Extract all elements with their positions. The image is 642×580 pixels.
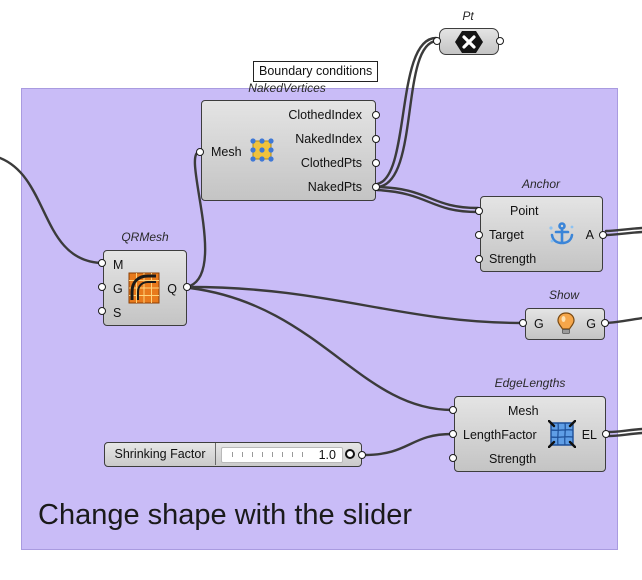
edgelengths-nickname: EdgeLengths [494,376,566,390]
qrmesh-grip-s[interactable] [98,307,106,315]
edgelengths-output-el[interactable]: EL [581,428,597,442]
qrmesh-grip-q[interactable] [183,283,191,291]
shrinking-factor-slider[interactable]: Shrinking Factor 1.0 [104,442,362,467]
nakedvertices-output-nakedpts[interactable]: NakedPts [307,180,362,194]
nakedvertices-nickname: NakedVertices [248,81,326,95]
edgelengths-grip-mesh[interactable] [449,406,457,414]
edgelengths-grip-el[interactable] [602,430,610,438]
qrmesh-grip-m[interactable] [98,259,106,267]
wire-qrmesh-q-to-show-g [188,285,525,325]
wire-external-to-qrmesh-m [0,156,103,265]
edgelengths-component[interactable]: Mesh LengthFactor Strength EL [454,396,606,472]
lightbulb-icon [557,312,575,334]
show-input-g[interactable]: G [534,317,544,331]
anchor-input-point[interactable]: Point [510,204,539,218]
wire-nakedpts-to-pt-a [375,39,438,189]
qrmesh-input-s[interactable]: S [113,306,122,320]
anchor-component[interactable]: Point Target Strength A [480,196,603,272]
slider-output-grip[interactable] [358,451,366,459]
wire-anchor-a-out-1 [604,226,642,233]
wire-qrmesh-q-to-nakedvertices-mesh [188,150,207,288]
slider-track[interactable]: 1.0 [221,447,343,463]
pt-component[interactable] [439,28,499,55]
edgelengths-input-mesh[interactable]: Mesh [508,404,539,418]
qrmesh-input-m[interactable]: M [113,258,124,272]
qrmesh-nickname: QRMesh [121,230,169,244]
slider-value: 1.0 [318,448,336,462]
nakedvertices-output-clothedindex[interactable]: ClothedIndex [288,108,362,122]
qrmesh-grip-g[interactable] [98,283,106,291]
wire-edgelengths-el-out-2 [607,431,642,438]
qrmesh-output-q[interactable]: Q [167,282,177,296]
wire-show-g-out [605,316,642,325]
show-grip-out[interactable] [601,319,609,327]
anchor-grip-point[interactable] [475,207,483,215]
qrmesh-input-g[interactable]: G [113,282,123,296]
nakedvertices-component[interactable]: Mesh ClothedIndex NakedIndex ClothedPts … [201,100,376,201]
nakedvertices-grip-nakedpts[interactable] [372,183,380,191]
show-output-g[interactable]: G [586,317,596,331]
nakedvertices-grip-clothedindex[interactable] [372,111,380,119]
qrmesh-component[interactable]: M G S Q [103,250,187,326]
anchor-grip-target[interactable] [475,231,483,239]
show-nickname: Show [548,288,580,302]
nakedvertices-output-nakedindex[interactable]: NakedIndex [295,132,362,146]
nakedvertices-grip-mesh[interactable] [196,148,204,156]
edge-lengths-icon [548,420,576,448]
slider-name: Shrinking Factor [105,443,216,465]
nakedvertices-grip-clothedpts[interactable] [372,159,380,167]
wire-nakedpts-to-anchor-point-a [375,185,480,210]
pt-nickname: Pt [462,9,474,23]
anchor-grip-a[interactable] [599,231,607,239]
edgelengths-grip-strength[interactable] [449,454,457,462]
anchor-input-target[interactable]: Target [489,228,524,242]
wire-anchor-a-out-2 [604,230,642,237]
show-component[interactable]: G G [525,308,605,340]
edgelengths-input-lengthfactor[interactable]: LengthFactor [463,428,537,442]
anchor-output-a[interactable]: A [585,228,594,242]
wire-nakedpts-to-anchor-point-b [375,188,480,214]
wire-nakedpts-to-pt-b [375,36,438,186]
anchor-icon [549,222,574,245]
show-grip-in[interactable] [519,319,527,327]
edgelengths-input-strength[interactable]: Strength [489,452,537,466]
wire-qrmesh-q-to-edgelengths-mesh [188,286,454,412]
mesh-vertices-icon [250,138,274,162]
group-label: Change shape with the slider [38,499,413,531]
tooltip-boundary-conditions: Boundary conditions [253,61,379,82]
nakedvertices-output-clothedpts[interactable]: ClothedPts [300,156,362,170]
wire-slider-to-lengthfactor [362,432,454,457]
close-hexagon-icon [455,31,483,53]
slider-knob[interactable] [345,449,355,459]
nakedvertices-grip-nakedindex[interactable] [372,135,380,143]
nakedvertices-input-mesh[interactable]: Mesh [211,145,242,159]
pt-input-grip[interactable] [433,37,441,45]
quad-remesh-icon [128,272,160,304]
edgelengths-grip-lengthfactor[interactable] [449,430,457,438]
anchor-nickname: Anchor [521,177,561,191]
anchor-grip-strength[interactable] [475,255,483,263]
pt-output-grip[interactable] [496,37,504,45]
wire-edgelengths-el-out-1 [607,427,642,434]
anchor-input-strength[interactable]: Strength [489,252,537,266]
